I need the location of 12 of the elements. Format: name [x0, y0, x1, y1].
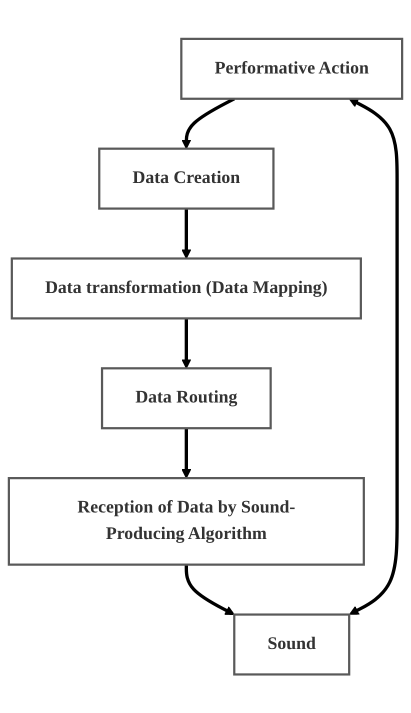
node-box: Sound	[233, 613, 350, 676]
arrow	[181, 428, 192, 478]
node-box: Data Creation	[98, 147, 275, 210]
node-box: Performative Action	[180, 38, 404, 100]
arrow	[181, 97, 236, 149]
arrow	[181, 318, 192, 369]
arrow	[181, 208, 192, 259]
arrow	[184, 564, 235, 615]
arrow	[348, 98, 399, 615]
node-box: Data transformation (Data Mapping)	[10, 257, 362, 320]
node-box: Data Routing	[100, 367, 272, 430]
node-box: Reception of Data by Sound-Producing Algorithm	[8, 476, 365, 566]
